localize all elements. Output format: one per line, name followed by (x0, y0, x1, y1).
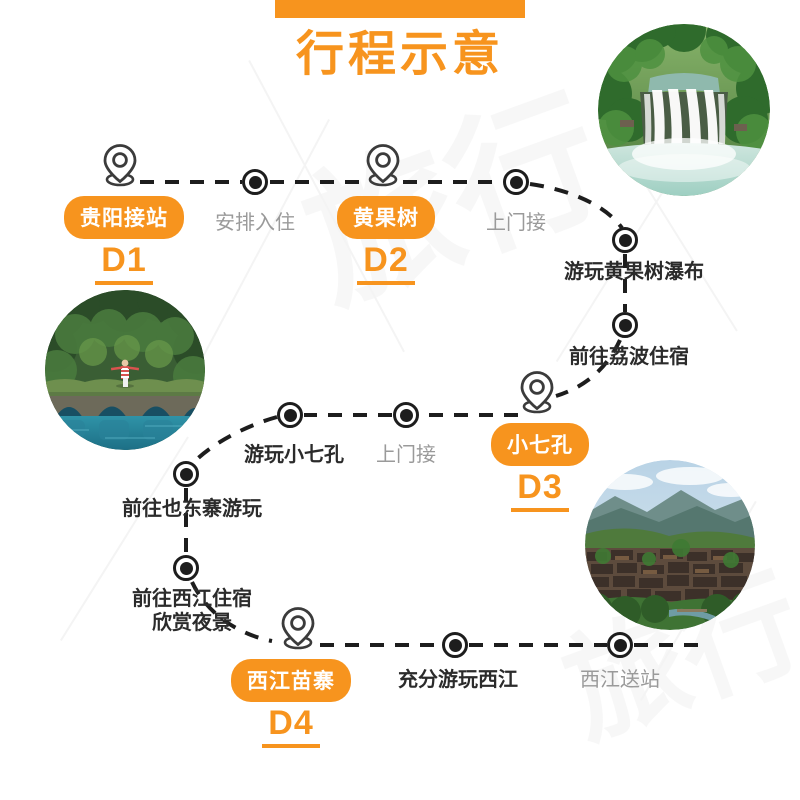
route-dot-icon (173, 461, 199, 487)
day-underline-d1 (95, 280, 153, 285)
huangguoshu-waterfall-photo (598, 24, 770, 196)
route-dot-icon (393, 402, 419, 428)
day-number-d4: D4 (268, 704, 314, 742)
xijiang-miao-village-photo (585, 460, 755, 630)
day-underline-d4 (262, 743, 320, 748)
stop-label-checkin: 安排入住 (215, 210, 295, 234)
stop-marker-to-xijiang[interactable] (173, 555, 199, 581)
day-block-d3[interactable]: 小七孔 D3 (491, 423, 589, 512)
stop-marker-pickup-2[interactable] (393, 402, 419, 428)
stop-marker-visit-xiaoqikong[interactable] (277, 402, 303, 428)
stop-marker-guiyang-pickup[interactable] (99, 142, 141, 193)
day-pill-d3[interactable]: 小七孔 (491, 423, 589, 466)
day-block-d2[interactable]: 黄果树 D2 (337, 196, 435, 285)
stop-marker-huangguoshu[interactable] (362, 142, 404, 193)
day-number-d3: D3 (517, 468, 563, 506)
route-dot-icon (277, 402, 303, 428)
route-dot-icon (503, 169, 529, 195)
route-dot-icon (612, 312, 638, 338)
day-block-d1[interactable]: 贵阳接站 D1 (64, 196, 184, 285)
day-block-d4[interactable]: 西江苗寨 D4 (231, 659, 351, 748)
stop-marker-enjoy-xijiang[interactable] (442, 632, 468, 658)
route-dot-icon (442, 632, 468, 658)
stop-marker-to-libo[interactable] (612, 312, 638, 338)
day-underline-d3 (511, 507, 569, 512)
stop-label-to-xijiang-line1: 前往西江住宿 (132, 586, 252, 610)
stop-label-to-libo: 前往荔波住宿 (569, 344, 689, 368)
day-number-d1: D1 (101, 241, 147, 279)
day-pill-d4[interactable]: 西江苗寨 (231, 659, 351, 702)
stop-marker-xijiang-village[interactable] (277, 605, 319, 656)
day-underline-d2 (357, 280, 415, 285)
route-dot-icon (173, 555, 199, 581)
stop-label-visit-xiaoqikong: 游玩小七孔 (244, 442, 344, 466)
stop-label-enjoy-xijiang: 充分游玩西江 (398, 667, 518, 691)
map-pin-icon (366, 144, 400, 187)
stop-label-yedongzhai: 前往也东寨游玩 (122, 496, 262, 520)
route-dot-icon (607, 632, 633, 658)
day-pill-d2[interactable]: 黄果树 (337, 196, 435, 239)
stop-marker-xiaoqikong[interactable] (516, 369, 558, 420)
person-figure (110, 359, 140, 388)
stop-marker-checkin[interactable] (242, 169, 268, 195)
xiaoqikong-bridge-photo (45, 290, 205, 450)
path-seg-9 (192, 415, 278, 464)
path-seg-6 (555, 339, 622, 398)
page-title: 行程示意 (295, 26, 504, 82)
stop-label-pickup-1: 上门接 (486, 210, 546, 234)
route-dot-icon (612, 227, 638, 253)
stop-label-visit-waterfall: 游玩黄果树瀑布 (564, 259, 704, 283)
map-pin-icon (520, 371, 554, 414)
stop-marker-yedongzhai[interactable] (173, 461, 199, 487)
stop-marker-visit-waterfall[interactable] (612, 227, 638, 253)
stop-label-xijiang-dropoff: 西江送站 (580, 667, 660, 691)
stop-marker-pickup-1[interactable] (503, 169, 529, 195)
path-seg-11 (190, 581, 273, 643)
route-dot-icon (242, 169, 268, 195)
map-pin-icon (103, 144, 137, 187)
map-pin-icon (281, 607, 315, 650)
day-pill-d1[interactable]: 贵阳接站 (64, 196, 184, 239)
stop-label-to-xijiang-line2: 欣赏夜景 (152, 610, 232, 635)
title-accent-bar (275, 0, 525, 18)
stop-label-pickup-2: 上门接 (376, 442, 436, 466)
day-number-d2: D2 (363, 241, 409, 279)
stop-marker-xijiang-dropoff[interactable] (607, 632, 633, 658)
stop-label-to-xijiang: 前往西江住宿 欣赏夜景 (132, 586, 252, 635)
path-seg-4 (529, 182, 624, 230)
